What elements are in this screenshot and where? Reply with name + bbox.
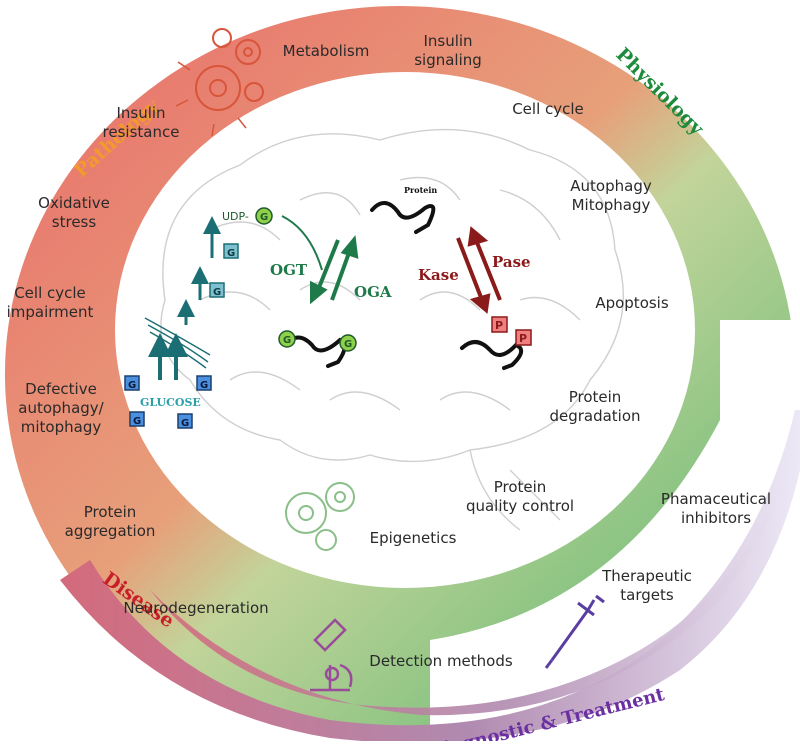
label-defective-autophagy: Defective autophagy/ mitophagy: [18, 380, 104, 436]
g-label-5: G: [133, 416, 141, 427]
g-badges: [124, 207, 532, 429]
g-label-protein-right: G: [344, 339, 352, 350]
udp-label: UDP-: [222, 210, 249, 223]
ogt-oga-arrows: [281, 215, 359, 305]
label-metabolism: Metabolism: [282, 42, 370, 60]
glucose-label: GLUCOSE: [140, 396, 201, 409]
brain-outline: [160, 128, 624, 531]
g-label-1: G: [227, 248, 235, 259]
label-apoptosis: Apoptosis: [595, 294, 669, 312]
label-insulin-resistance: Insulin resistance: [102, 104, 180, 141]
label-protein-quality: Protein quality control: [465, 478, 575, 515]
g-label-3: G: [128, 380, 136, 391]
p-label-1: P: [495, 319, 503, 332]
label-autophagy: Autophagy Mitophagy: [570, 177, 652, 214]
g-label-4: G: [200, 380, 208, 391]
kase-pase-arrows: [456, 226, 502, 314]
label-therapeutic-targets: Therapeutic targets: [602, 567, 692, 604]
label-protein-degradation: Protein degradation: [549, 388, 641, 425]
kase-label: Kase: [418, 266, 459, 284]
pase-label: Pase: [492, 253, 531, 271]
gears-bottom-icon: [285, 482, 355, 551]
g-label-udp: G: [260, 212, 268, 223]
g-label-6: G: [181, 418, 189, 429]
glucose-pathway: [144, 216, 221, 380]
label-cell-cycle-impairment: Cell cycle impairment: [6, 284, 94, 321]
label-epigenetics: Epigenetics: [369, 529, 457, 547]
microscope-icon: [310, 618, 353, 692]
label-detection-methods: Detection methods: [369, 652, 513, 670]
label-cell-cycle: Cell cycle: [512, 100, 584, 118]
g-label-2: G: [213, 287, 221, 298]
center-labels: UDP- G G G G G G G G G P P OGT OGA Kase …: [128, 185, 531, 429]
label-insulin-signaling: Insulin signaling: [414, 32, 482, 69]
syringe-icon: [544, 594, 605, 669]
label-pharmaceutical-inhibitors: Phamaceutical inhibitors: [660, 490, 772, 527]
gears-top-icon: [175, 28, 264, 137]
oga-label: OGA: [354, 283, 392, 301]
protein-label: Protein: [404, 185, 437, 195]
label-neurodegeneration: Neurodegeneration: [123, 599, 269, 617]
label-oxidative-stress: Oxidative stress: [38, 194, 110, 231]
p-label-2: P: [519, 332, 527, 345]
ogt-label: OGT: [270, 261, 308, 279]
label-protein-aggregation: Protein aggregation: [64, 503, 156, 540]
g-label-protein-left: G: [283, 335, 291, 346]
